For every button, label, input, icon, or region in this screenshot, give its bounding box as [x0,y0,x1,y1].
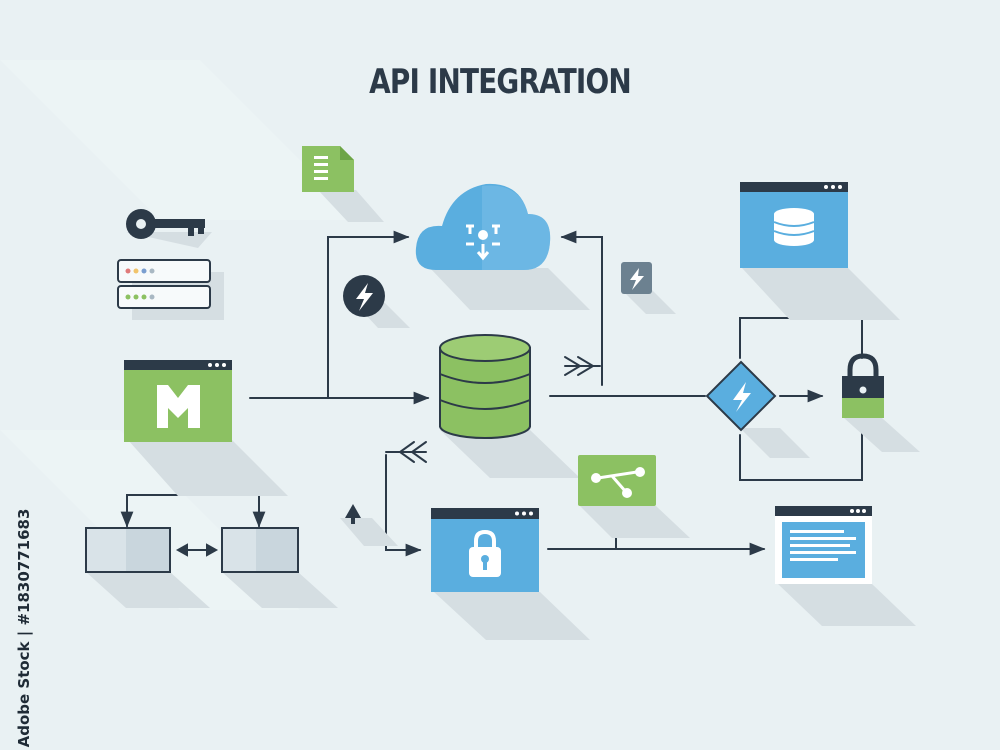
diagram-title: API INTEGRATION [369,62,632,102]
up-arrow-icon [340,504,398,546]
background-panels [0,60,360,610]
browser-logo-window-icon [124,360,288,496]
connector-up-to-cloud [327,230,410,399]
key-icon [126,209,212,248]
stock-credit-text: Adobe Stock | #1830771683 [15,508,33,748]
stock-credit-label: Adobe Stock | #1830771683 [12,508,36,748]
box-right-icon [221,527,338,608]
database-browser-icon [740,182,900,320]
lightning-tag-icon [621,262,676,314]
box-left-icon [85,527,210,608]
cloud-icon [415,183,590,310]
share-node-icon [578,455,690,538]
secure-browser-window-icon [431,508,590,640]
padlock-icon [842,353,920,452]
connector-into-secure-browser [385,441,427,557]
document-icon [302,146,384,222]
text-browser-window-icon [775,506,916,626]
lightning-badge-icon [343,275,410,328]
double-arrow-icon [175,543,219,557]
database-icon [439,334,580,478]
server-rack-icon [117,259,224,320]
chevrons-right [564,356,601,376]
lightning-diamond-icon [705,360,810,458]
connector-right-to-cloud [560,230,603,386]
